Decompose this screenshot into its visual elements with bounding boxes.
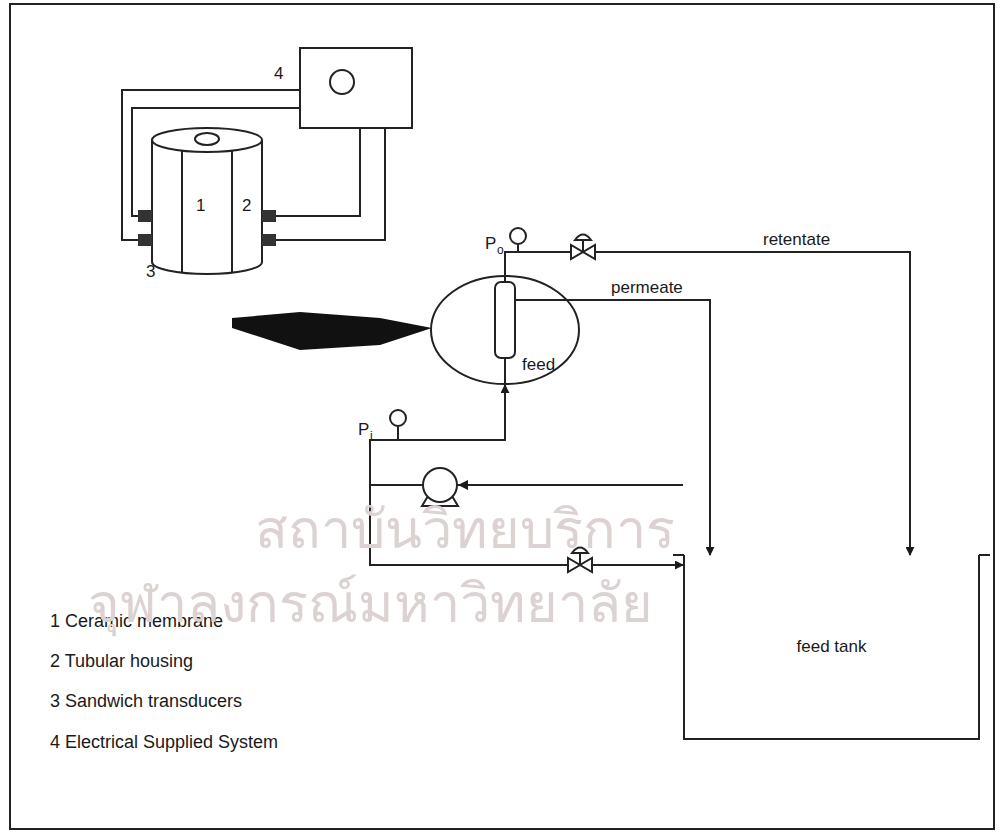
stream-label: permeate xyxy=(608,278,686,298)
watermark-text: จุฬาลงกรณ์มหาวิทยาลัย xyxy=(88,572,653,634)
flow-line xyxy=(370,385,683,485)
feed-tank: feed tank xyxy=(683,555,980,740)
parts-list-item: 3 Sandwich transducers xyxy=(50,691,242,712)
node-text: feed xyxy=(522,355,555,375)
watermark-text: สถาบันวิทยบริการ xyxy=(255,498,675,560)
stream-label: retentate xyxy=(760,230,833,250)
pressure-symbol: P xyxy=(358,420,369,440)
figure-frame xyxy=(10,4,994,829)
zoom-pointer xyxy=(232,312,432,350)
callout-number: 3 xyxy=(146,262,155,282)
power-supply-box xyxy=(300,48,412,128)
ellipse-outline xyxy=(431,276,579,384)
callout-number: 1 xyxy=(196,196,205,216)
sandwich-transducers xyxy=(138,210,276,246)
membrane-detail-ellipse: feed xyxy=(430,275,580,385)
node-text: feed tank xyxy=(797,637,867,657)
ellipse-outline xyxy=(430,275,580,385)
power-dial xyxy=(330,70,354,94)
pressure-subscript: i xyxy=(370,430,373,444)
pressure-symbol: P xyxy=(485,234,496,254)
membrane-tube xyxy=(495,282,515,358)
retentate-valve xyxy=(571,235,595,260)
callout-number: 2 xyxy=(242,196,251,216)
membrane-cylinder xyxy=(152,128,262,274)
pressure-subscript: o xyxy=(497,244,504,258)
parts-list-item: 4 Electrical Supplied System xyxy=(50,732,278,753)
parts-list-item: 2 Tubular housing xyxy=(50,651,193,672)
callout-number: 4 xyxy=(274,64,283,84)
